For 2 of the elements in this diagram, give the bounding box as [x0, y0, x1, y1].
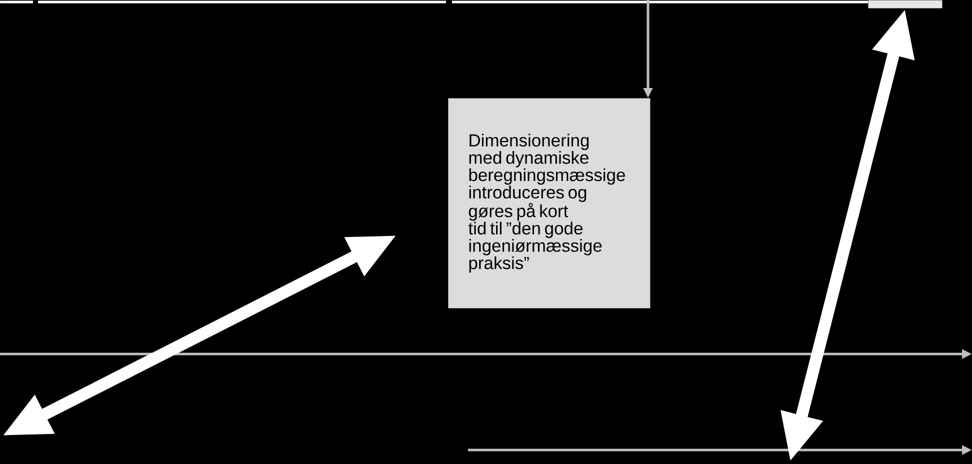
text-box: Dimensionering med dynamiske beregningsmæssige introduceres og gøres på kort tid til ”den gode ingeniørmæssige praksis”	[448, 98, 650, 308]
box	[868, 0, 942, 8]
